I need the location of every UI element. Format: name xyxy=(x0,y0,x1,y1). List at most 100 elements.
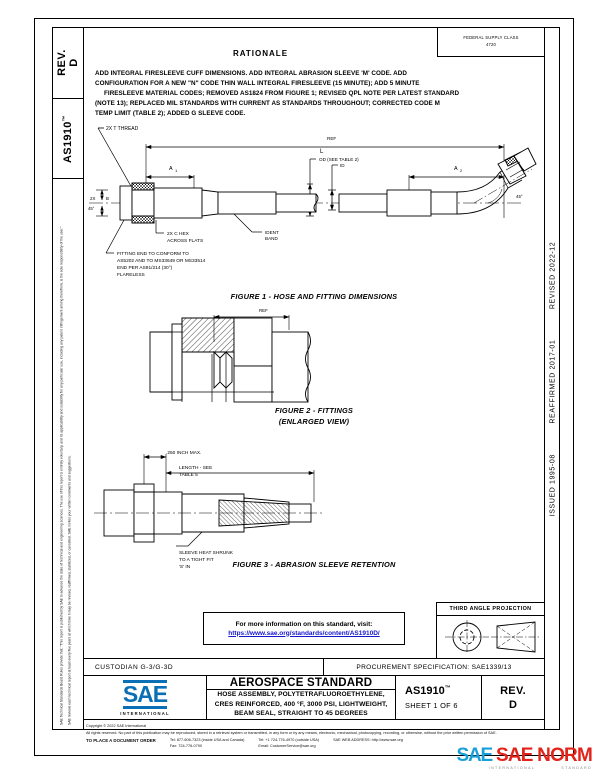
svg-text:A: A xyxy=(454,166,458,172)
svg-text:ID: ID xyxy=(340,163,345,168)
svg-text:ACROSS FLATS: ACROSS FLATS xyxy=(167,238,203,244)
fax-number: Fax: 724-776-0790 xyxy=(169,744,202,749)
rationale-line-4: (NOTE 13); REPLACED MIL STANDARDS WITH C… xyxy=(95,99,440,107)
right-vertical-rail: ISSUED 1995-08 REAFFIRMED 2017-01 REVISE… xyxy=(544,27,560,730)
svg-text:AS5202 AND TO MS33649 OR MS33: AS5202 AND TO MS33649 OR MS33514 xyxy=(117,258,206,264)
copyright-line: Copyright © 2022 SAE International xyxy=(86,724,147,728)
footer-block: Copyright © 2022 SAE International All r… xyxy=(86,724,556,750)
watermark-sub-right: STANDARD xyxy=(561,766,592,770)
revision-cell: REV. D xyxy=(482,676,544,719)
date-issued: ISSUED 1995-08 xyxy=(549,453,556,516)
svg-text:BAND: BAND xyxy=(265,236,278,241)
svg-text:REF: REF xyxy=(327,136,336,141)
rail-revision-value: D xyxy=(66,58,79,67)
svg-text:45°: 45° xyxy=(516,194,523,199)
svg-text:LENGTH - SEE: LENGTH - SEE xyxy=(179,465,212,471)
procurement-specification: PROCUREMENT SPECIFICATION: SAE1339/13 xyxy=(356,663,512,671)
rights-reserved-line: All rights reserved. No part of this pub… xyxy=(86,730,497,735)
rail-revision-cell: REV. D xyxy=(52,27,84,99)
left-vertical-rail: REV. D AS1910™ SAE Technical Standards B… xyxy=(52,27,84,730)
more-info-label: For more information on this standard, v… xyxy=(235,620,373,628)
watermark-sub-left: INTERNATIONAL xyxy=(488,766,536,770)
page-border-outer xyxy=(34,18,574,756)
disclaimer-paragraph-1: SAE Technical Standards Board Rules prov… xyxy=(59,226,64,725)
revision-value: D xyxy=(509,698,517,711)
svg-text:REF: REF xyxy=(259,308,268,313)
third-angle-projection-label: THIRD ANGLE PROJECTION xyxy=(437,603,544,616)
sae-logo-text: SAE xyxy=(122,679,168,709)
rationale-line-2: CONFIGURATION FOR A NEW "N" CODE THIN WA… xyxy=(95,79,420,87)
third-angle-projection-symbol xyxy=(437,616,544,658)
sae-logo-cell: SAE INTERNATIONAL xyxy=(84,676,207,719)
svg-text:2X: 2X xyxy=(90,196,95,201)
svg-text:FITTING END TO CONFORM TO: FITTING END TO CONFORM TO xyxy=(117,251,189,257)
customer-service-email: Email: CustomerService@sae.org xyxy=(258,744,316,749)
svg-text:2: 2 xyxy=(460,168,463,173)
svg-text:2X C HEX: 2X C HEX xyxy=(167,231,190,237)
rail-disclaimer-cell: SAE Technical Standards Board Rules prov… xyxy=(52,179,84,730)
fsc-value: 4720 xyxy=(485,41,497,47)
engineering-drawing-area: 2X T THREAD REF L A 1 A 2 xyxy=(84,120,544,585)
rationale-text: ADD INTEGRAL FIRESLEEVE CUFF DIMENSIONS.… xyxy=(95,69,505,119)
subtitle-line-1: HOSE ASSEMBLY, POLYTETRAFLUOROETHYLENE, xyxy=(217,691,385,699)
svg-text:END PER AS91/214 (30°): END PER AS91/214 (30°) xyxy=(117,265,173,271)
page-border-inner xyxy=(52,27,560,730)
rail-standard-number: AS1910 xyxy=(62,120,74,163)
svg-text:45°: 45° xyxy=(88,206,95,211)
svg-text:.250 INCH MAX.: .250 INCH MAX. xyxy=(166,450,201,456)
sae-logo-icon: SAE xyxy=(122,679,168,709)
svg-text:'S' IN: 'S' IN xyxy=(179,564,191,570)
place-order-label: TO PLACE A DOCUMENT ORDER xyxy=(86,738,156,744)
standard-number-cell: AS1910™ SHEET 1 OF 6 xyxy=(396,676,482,719)
svg-text:B: B xyxy=(106,196,109,201)
aerospace-standard-heading: AEROSPACE STANDARD xyxy=(207,676,395,691)
title-block: SAE INTERNATIONAL AEROSPACE STANDARD HOS… xyxy=(84,676,544,720)
svg-text:IDENT: IDENT xyxy=(265,230,279,235)
subtitle-line-3: BEAM SEAL, STRAIGHT TO 45 DEGREES xyxy=(234,710,368,718)
figure-3-caption: FIGURE 3 - ABRASION SLEEVE RETENTION xyxy=(232,560,396,569)
svg-text:TABLE 5: TABLE 5 xyxy=(179,472,198,478)
tel-outside-usa: Tel: +1 724-776-4970 (outside USA) xyxy=(258,738,320,743)
sae-logo-subtext: INTERNATIONAL xyxy=(120,710,170,716)
date-reaffirmed: REAFFIRMED 2017-01 xyxy=(549,339,556,424)
svg-text:1: 1 xyxy=(175,168,178,173)
svg-text:SLEEVE HEAT SHRUNK: SLEEVE HEAT SHRUNK xyxy=(179,550,234,556)
standard-url-link[interactable]: https://www.sae.org/standards/content/AS… xyxy=(228,629,380,637)
sae-web-address: SAE WEB ADDRESS: http://www.sae.org xyxy=(333,738,403,743)
revision-label: REV. xyxy=(500,684,526,697)
tel-inside-usa: Tel: 877-606-7323 (inside USA and Canada… xyxy=(169,738,245,743)
figure-2-caption-subtitle: (ENLARGED VIEW) xyxy=(278,417,350,426)
more-information-box: For more information on this standard, v… xyxy=(203,612,405,645)
standard-number-text: AS1910 xyxy=(405,685,445,697)
custodian-label: CUSTODIAN G-3/G-3D xyxy=(84,659,324,675)
figure-1-caption: FIGURE 1 - HOSE AND FITTING DIMENSIONS xyxy=(230,292,398,301)
sheet-number: SHEET 1 OF 6 xyxy=(405,701,458,710)
figure-2-caption: FIGURE 2 - FITTINGS xyxy=(274,406,354,415)
svg-text:TO A TIGHT FIT: TO A TIGHT FIT xyxy=(179,557,214,563)
subtitle-line-2: CRES REINFORCED, 400 °F, 3000 PSI, LIGHT… xyxy=(214,700,388,708)
standard-number-trademark: ™ xyxy=(444,685,451,692)
disclaimer-paragraph-2: SAE reviews each technical report at lea… xyxy=(68,454,72,725)
rail-standard-cell: AS1910™ xyxy=(52,99,84,179)
contact-col-right: Tel: +1 724-776-4970 (outside USA) Email… xyxy=(258,738,319,749)
contact-col-left: Tel: 877-606-7323 (inside USA and Canada… xyxy=(170,738,245,749)
svg-text:2X T THREAD: 2X T THREAD xyxy=(106,126,139,132)
federal-supply-class-box: FEDERAL SUPPLY CLASS 4720 xyxy=(437,27,544,57)
footer-contacts: TO PLACE A DOCUMENT ORDER Tel: 877-606-7… xyxy=(86,738,556,749)
order-label-col: TO PLACE A DOCUMENT ORDER xyxy=(86,738,156,749)
rationale-heading: RATIONALE xyxy=(232,49,289,58)
rationale-line-5: TEMP LIMIT (TABLE 2); ADDED G SLEEVE COD… xyxy=(95,109,246,117)
standard-number: AS1910™ xyxy=(405,685,451,697)
technical-drawing-svg: 2X T THREAD REF L A 1 A 2 xyxy=(88,126,537,570)
svg-text:FLARELESS: FLARELESS xyxy=(117,272,145,278)
svg-text:OD (SEE TABLE 2): OD (SEE TABLE 2) xyxy=(319,157,359,162)
trademark-symbol: ™ xyxy=(62,114,69,121)
rail-revision-label: REV. xyxy=(55,49,68,76)
title-cell: AEROSPACE STANDARD HOSE ASSEMBLY, POLYTE… xyxy=(207,676,396,719)
rationale-line-3: FIRESLEEVE MATERIAL CODES; REMOVED AS182… xyxy=(104,89,460,97)
web-address-col: SAE WEB ADDRESS: http://www.sae.org xyxy=(333,738,403,749)
rationale-line-1: ADD INTEGRAL FIRESLEEVE CUFF DIMENSIONS.… xyxy=(95,70,407,77)
third-angle-projection-box: THIRD ANGLE PROJECTION xyxy=(436,602,544,658)
custodian-row: CUSTODIAN G-3/G-3D PROCUREMENT SPECIFICA… xyxy=(84,658,544,676)
